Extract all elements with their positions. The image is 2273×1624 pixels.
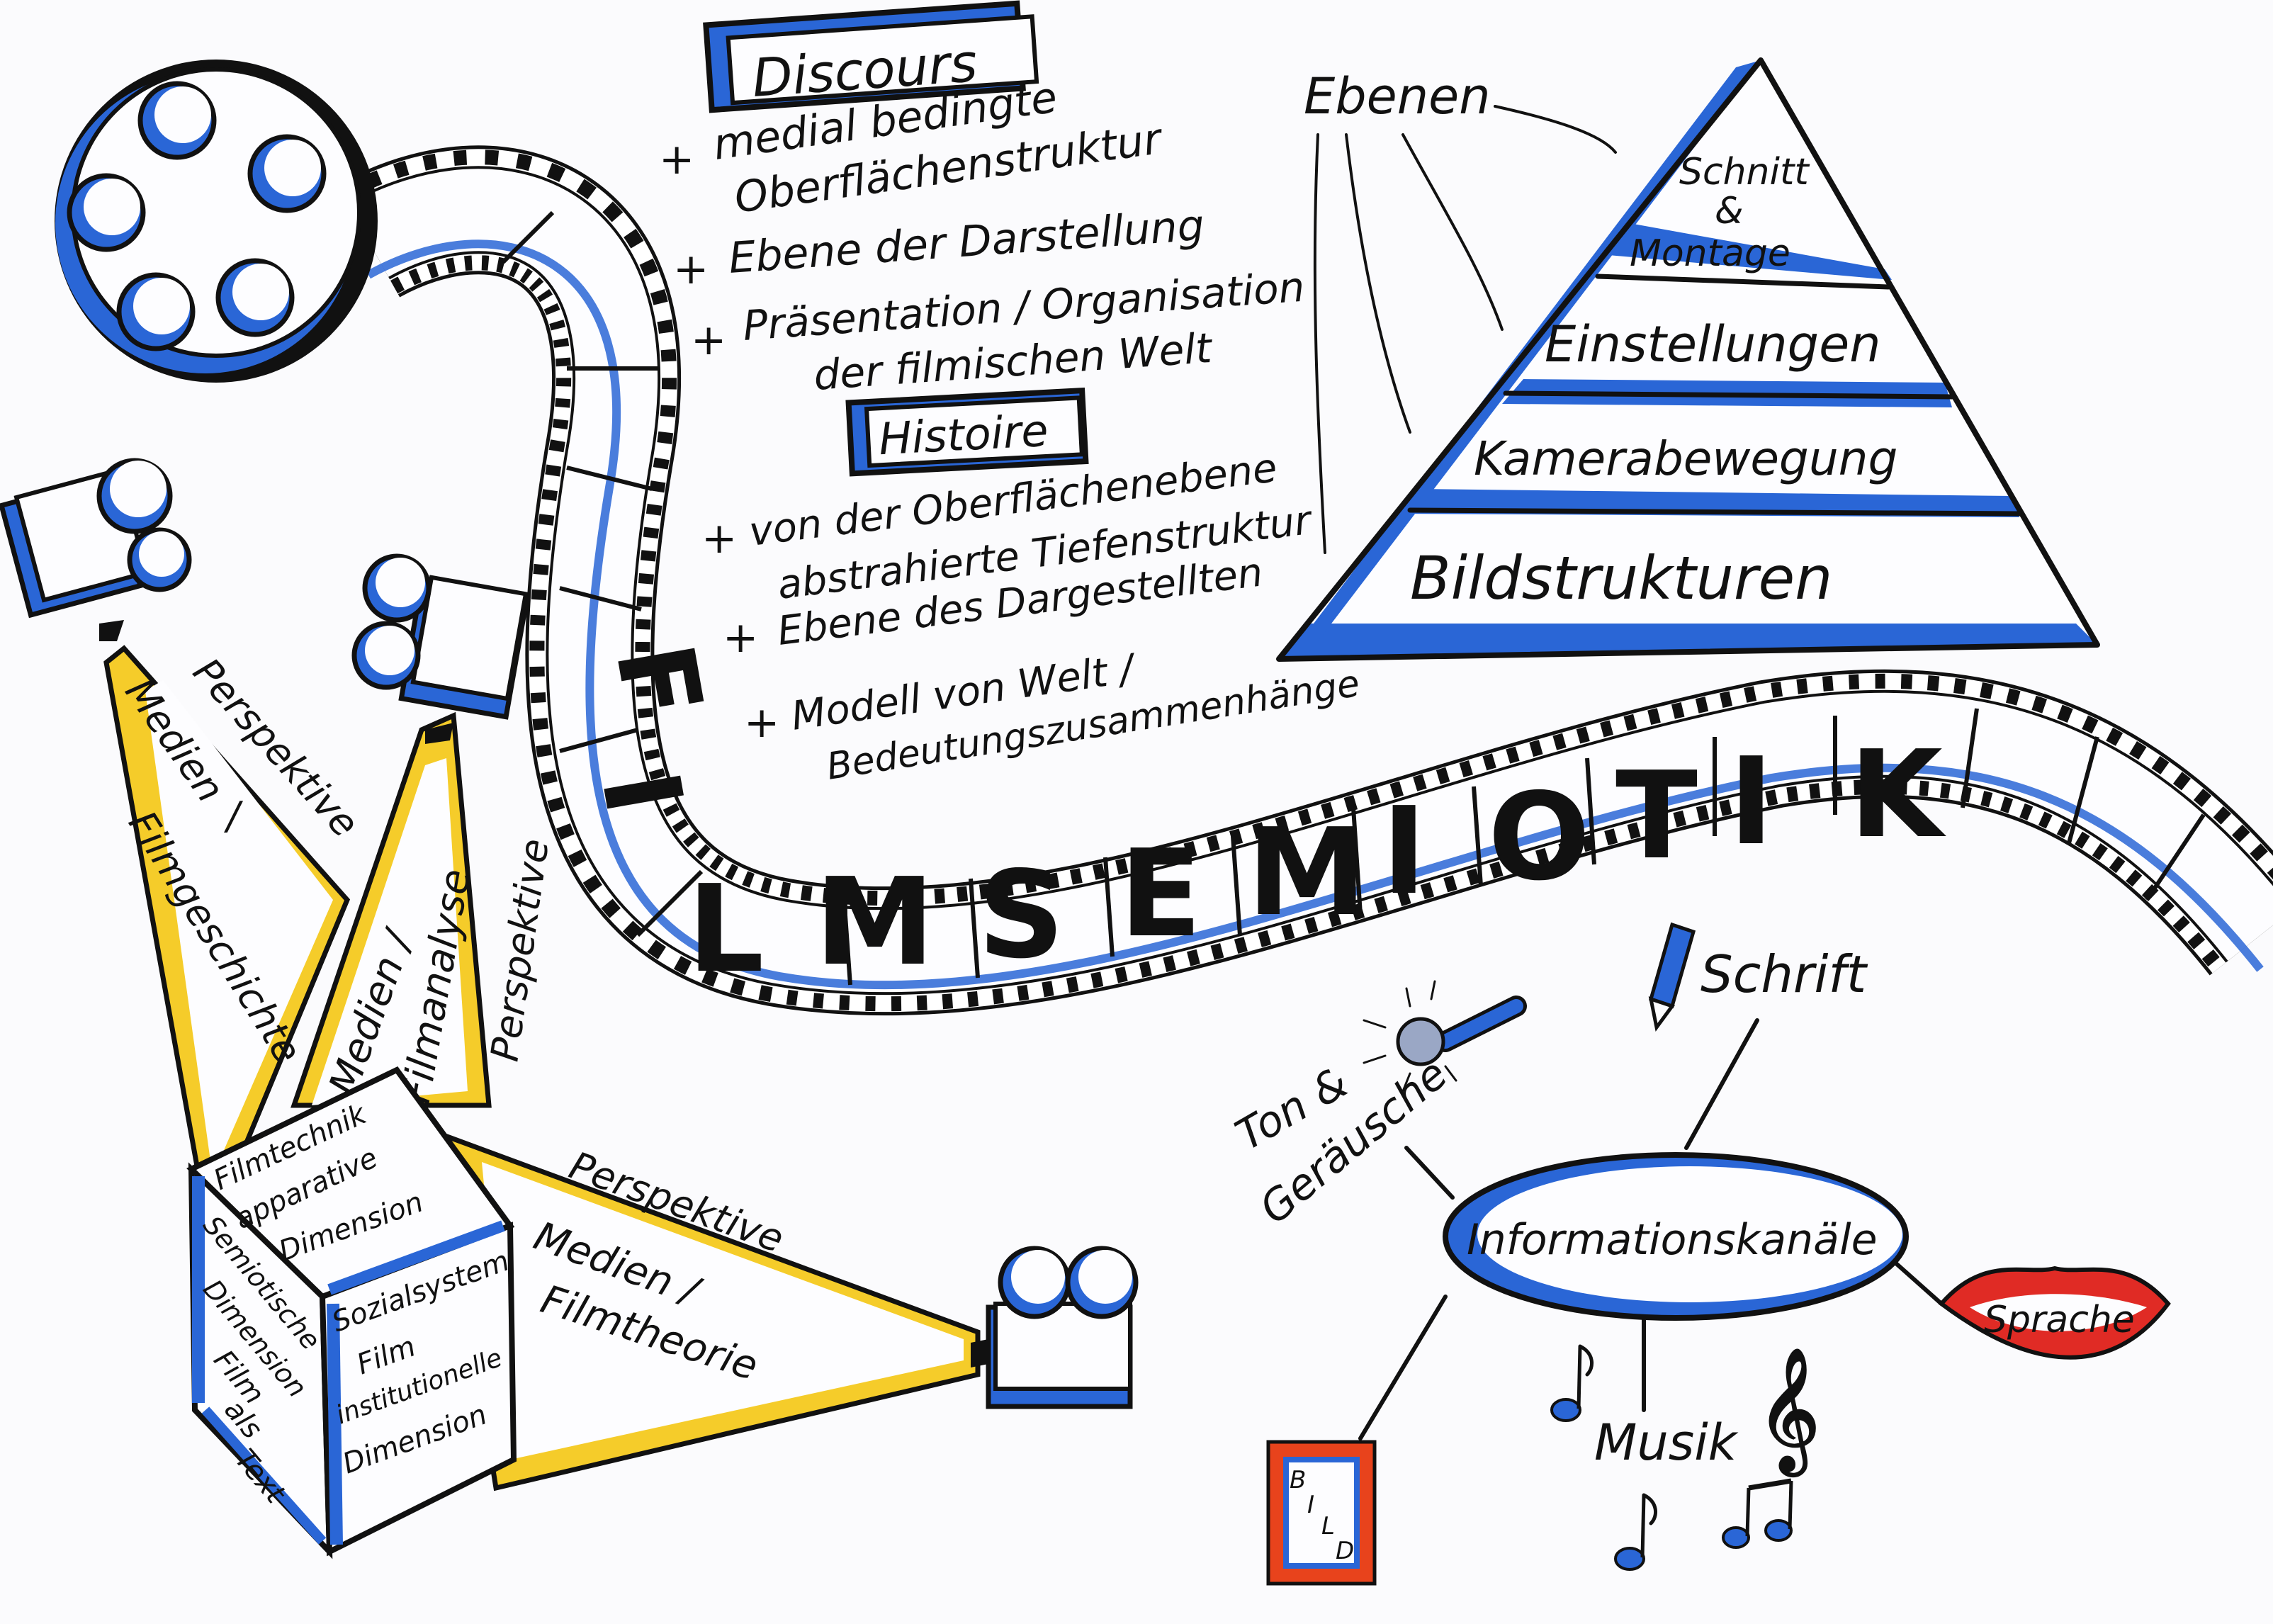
ebenen-pyramid: Schnitt & Montage Einstellungen Kamerabe… xyxy=(1276,57,2100,662)
histoire-heading: Histoire xyxy=(877,405,1049,465)
bild-letter: L xyxy=(1321,1512,1335,1540)
title-letter: E xyxy=(1119,824,1202,964)
music-note-icon xyxy=(1550,1344,1594,1422)
channel-schrift: Schrift xyxy=(1700,944,1868,1004)
film-camera-icon xyxy=(971,1246,1139,1409)
bild-letter: D xyxy=(1336,1537,1354,1565)
film-camera-icon xyxy=(0,458,192,641)
beam2-perspektive: Perspektive xyxy=(482,836,557,1064)
pyramid-level-schnitt: Schnitt xyxy=(1679,151,1810,193)
microphone-icon xyxy=(1363,980,1527,1093)
title-letter: O xyxy=(1488,767,1591,908)
title-letter: L xyxy=(687,859,764,1000)
title-letter: T xyxy=(1615,746,1698,886)
bullet-plus: + xyxy=(744,698,779,748)
bullet-plus: + xyxy=(691,315,726,365)
title-letter: I xyxy=(1382,782,1426,922)
bild-letter: B xyxy=(1290,1466,1306,1494)
film-reel-icon xyxy=(55,60,378,383)
pyramid-level-bildstrukturen: Bildstrukturen xyxy=(1410,543,1832,613)
treble-clef-icon: 𝄞 xyxy=(1756,1347,1822,1478)
title-letter: S xyxy=(978,845,1064,986)
projection-beams xyxy=(103,645,981,1492)
pyramid-level-kamerabewegung: Kamerabewegung xyxy=(1474,432,1897,486)
pencil-icon xyxy=(1648,922,1696,1032)
bullet-plus: + xyxy=(701,514,737,563)
bild-letter: I xyxy=(1307,1491,1314,1519)
ebenen-label: Ebenen xyxy=(1304,67,1491,125)
bullet-plus: + xyxy=(659,135,694,184)
bullet-plus: + xyxy=(723,613,758,662)
title-letter: M xyxy=(1247,803,1367,943)
information-channels: Informationskanäle Ton & Geräusche Schri… xyxy=(1228,922,2171,1586)
music-note-icon xyxy=(1614,1493,1658,1571)
music-note-icon xyxy=(1722,1478,1793,1549)
title-letter: K xyxy=(1849,725,1946,865)
pyramid-level-montage: Montage xyxy=(1630,232,1790,275)
channel-sprache: Sprache xyxy=(1984,1299,2135,1341)
picture-frame-icon: B I L D xyxy=(1266,1440,1377,1586)
bullet-plus: + xyxy=(673,244,709,294)
pyramid-level-einstellungen: Einstellungen xyxy=(1545,315,1881,373)
channels-center-label: Informationskanäle xyxy=(1467,1215,1878,1265)
lips-icon xyxy=(1938,1265,2171,1360)
film-camera-icon xyxy=(351,553,530,744)
title-letter: M xyxy=(815,852,935,993)
pyramid-level-and: & xyxy=(1715,190,1744,232)
discours-section: Discours + medial bedingte Oberflächenst… xyxy=(659,0,1306,400)
film-strip: F I L M S E M I O T I K xyxy=(337,145,2273,1016)
histoire-section: Histoire + von der Oberflächenebene abst… xyxy=(701,387,1363,789)
title-letter: I xyxy=(1729,732,1773,872)
channel-musik: Musik xyxy=(1594,1414,1739,1472)
svg-text:𝄞: 𝄞 xyxy=(1757,1348,1820,1477)
